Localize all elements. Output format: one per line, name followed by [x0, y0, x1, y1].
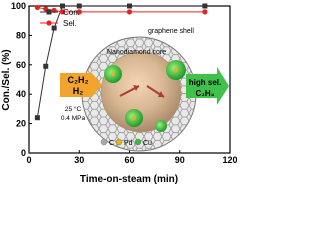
chart: 0 20 40 60 80 100 0 30 60 90 120 Time-on-steam (m…	[1, 1, 237, 185]
x-axis: 0 30 60 90 120	[26, 150, 237, 165]
reactant-h2: H₂	[73, 86, 84, 96]
x-tick-label: 120	[222, 155, 237, 165]
x-tick-label: 0	[26, 155, 31, 165]
reactant-box: C₂H₂ H₂	[60, 73, 102, 97]
condition-pressure: 0.4 MPa	[61, 115, 86, 122]
legend-con-label: Con.	[63, 8, 80, 17]
legend-sel-marker	[46, 20, 52, 26]
data-point-con	[76, 3, 82, 9]
product-c2h4: C₂H₄	[196, 89, 215, 98]
data-point-con	[202, 3, 208, 9]
y-tick-label: 100	[11, 1, 26, 11]
data-point-con	[60, 3, 65, 9]
y-tick-label: 0	[21, 148, 26, 158]
atom-legend-swatch-cu	[134, 138, 142, 146]
atom-legend-swatch-c	[100, 138, 108, 146]
atom-legend-label-pd: Pd	[124, 140, 133, 147]
y-axis-label: Con./Sel. (%)	[1, 49, 12, 110]
atom-legend-label-c: C	[109, 140, 114, 147]
x-axis-label: Time-on-steam (min)	[80, 174, 178, 185]
y-tick-label: 20	[16, 119, 26, 129]
data-point-sel	[59, 9, 66, 15]
data-point-con	[43, 63, 49, 69]
data-point-con	[34, 115, 40, 121]
reactant-c2h2: C₂H₂	[68, 75, 89, 85]
data-point-sel	[202, 9, 208, 15]
cu-cluster	[104, 60, 186, 132]
atom-legend: C Pd Cu	[100, 138, 152, 147]
y-tick-label: 40	[16, 89, 26, 99]
data-point-sel	[34, 4, 40, 11]
legend-sel-label: Sel.	[63, 19, 77, 28]
data-point-con	[51, 25, 57, 31]
catalyst-illustration	[81, 36, 197, 152]
nanodiamond-core-label: Nanodiamond core	[107, 49, 166, 56]
data-point-con	[127, 3, 132, 9]
x-tick-label: 30	[74, 155, 84, 165]
atom-legend-swatch-pd	[115, 138, 123, 146]
data-point-sel	[126, 9, 133, 15]
series-legend: Con. Sel.	[40, 8, 80, 28]
condition-temperature: 25 °C	[65, 105, 82, 113]
data-point-sel	[76, 9, 82, 15]
product-box: high sel. C₂H₄	[186, 67, 229, 105]
x-tick-label: 60	[124, 155, 134, 165]
atom-legend-label-cu: Cu	[143, 140, 152, 147]
y-axis: 0 20 40 60 80 100	[11, 1, 32, 158]
product-selectivity: high sel.	[189, 78, 221, 87]
y-tick-label: 60	[16, 60, 26, 70]
graphene-shell-label: graphene shell	[148, 28, 194, 35]
x-tick-label: 90	[175, 155, 185, 165]
legend-con-marker	[46, 9, 52, 15]
series-layer	[34, 3, 208, 121]
y-tick-label: 80	[16, 30, 26, 40]
